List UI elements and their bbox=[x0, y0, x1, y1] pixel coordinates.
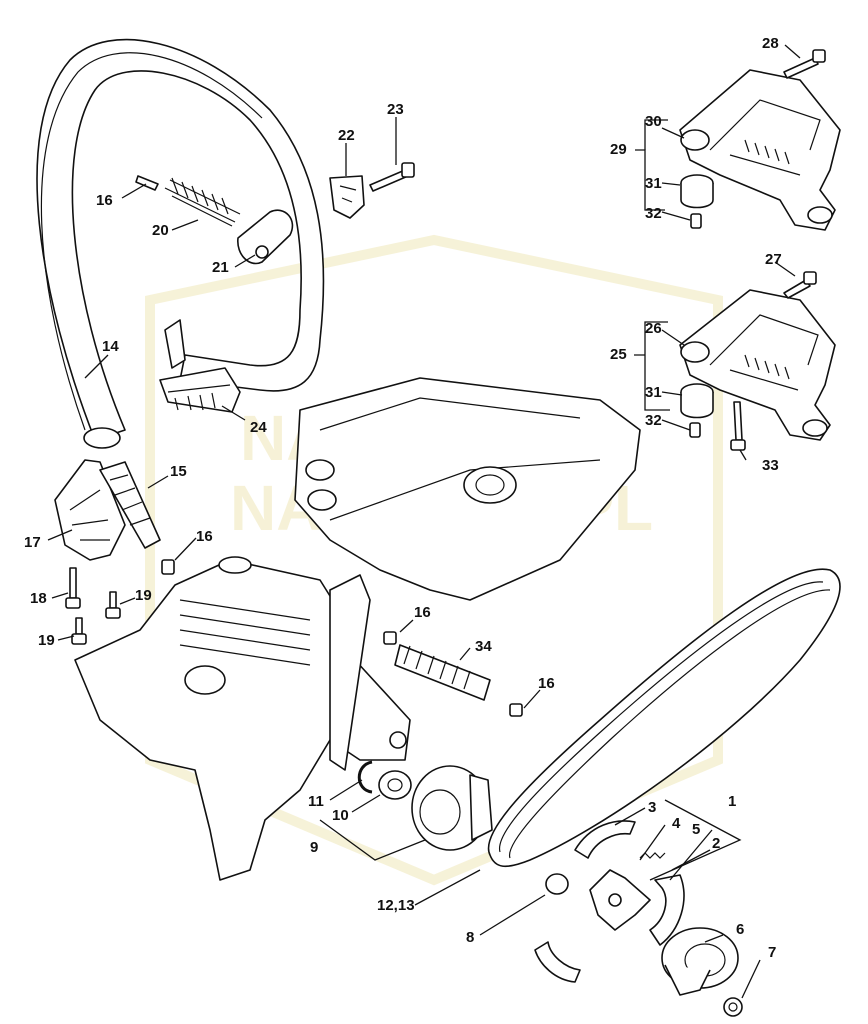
screw-32-lower bbox=[689, 422, 701, 438]
buffer-spring bbox=[135, 175, 241, 227]
screw-33 bbox=[730, 401, 746, 451]
label-30: 30 bbox=[645, 113, 662, 130]
annular-buffer-15 bbox=[99, 461, 161, 549]
label-34: 34 bbox=[475, 638, 492, 655]
label-18: 18 bbox=[30, 590, 47, 607]
clutch-drum bbox=[661, 927, 739, 996]
label-2: 2 bbox=[712, 835, 720, 852]
label-22: 22 bbox=[338, 127, 355, 144]
clutch-carrier bbox=[589, 869, 651, 931]
screw-23 bbox=[369, 162, 415, 192]
av-mount-lower bbox=[679, 289, 836, 441]
label-4: 4 bbox=[672, 815, 681, 832]
annular-buffer-34 bbox=[394, 644, 491, 701]
label-32-upper: 32 bbox=[645, 205, 662, 222]
av-mount-upper bbox=[679, 69, 841, 231]
label-29: 29 bbox=[610, 141, 627, 158]
label-27: 27 bbox=[765, 251, 782, 268]
nut bbox=[723, 997, 743, 1017]
engine-cylinder bbox=[74, 556, 411, 881]
handle-bar bbox=[36, 38, 325, 449]
label-23: 23 bbox=[387, 101, 404, 118]
label-11: 11 bbox=[308, 793, 324, 810]
label-16-top: 16 bbox=[96, 192, 113, 209]
leader-lines bbox=[47, 44, 801, 999]
label-6: 6 bbox=[736, 921, 744, 938]
label-32-lower: 32 bbox=[645, 412, 662, 429]
label-17: 17 bbox=[24, 534, 41, 551]
label-10: 10 bbox=[332, 807, 349, 824]
v-belt-pulley bbox=[411, 765, 493, 851]
label-12-13: 12,13 bbox=[377, 897, 415, 914]
label-19-a: 19 bbox=[135, 587, 152, 604]
label-24: 24 bbox=[250, 419, 267, 436]
label-15: 15 bbox=[170, 463, 187, 480]
handle-bracket bbox=[159, 367, 241, 413]
crankcase-housing bbox=[294, 377, 641, 601]
needle-cage bbox=[545, 873, 569, 895]
clutch-shoe-right bbox=[649, 874, 685, 946]
screw-16-left bbox=[161, 559, 175, 575]
label-9: 9 bbox=[310, 839, 318, 856]
label-16-right: 16 bbox=[538, 675, 555, 692]
screw-16-right bbox=[509, 703, 523, 717]
label-20: 20 bbox=[152, 222, 169, 239]
handle-mount bbox=[54, 459, 126, 561]
rubber-buffer-lower bbox=[680, 383, 714, 419]
screw-19-a bbox=[105, 591, 121, 619]
screw-19-b bbox=[71, 617, 87, 645]
label-14: 14 bbox=[102, 338, 119, 355]
part-labels: 1 2 3 4 5 6 7 8 9 10 11 12,13 14 15 16 1… bbox=[24, 35, 782, 961]
label-7: 7 bbox=[768, 944, 776, 961]
circlip bbox=[357, 760, 373, 794]
ball-bearing bbox=[378, 770, 412, 800]
label-28: 28 bbox=[762, 35, 779, 52]
label-8: 8 bbox=[466, 929, 474, 946]
label-31-lower: 31 bbox=[645, 384, 662, 401]
clamp bbox=[329, 175, 365, 219]
screw-32-upper bbox=[690, 213, 702, 229]
label-25: 25 bbox=[610, 346, 627, 363]
label-19-b: 19 bbox=[38, 632, 55, 649]
label-16-left: 16 bbox=[196, 528, 213, 545]
annular-buffer bbox=[237, 209, 294, 265]
rubber-buffer-upper bbox=[680, 174, 714, 209]
v-belt bbox=[487, 568, 841, 868]
screw-28 bbox=[783, 49, 826, 79]
label-31-upper: 31 bbox=[645, 175, 662, 192]
clutch-shoe-upper bbox=[574, 820, 636, 859]
screw-27 bbox=[783, 271, 817, 299]
label-5: 5 bbox=[692, 821, 700, 838]
clutch-shoe-lower bbox=[534, 941, 581, 983]
label-21: 21 bbox=[212, 259, 229, 276]
label-16-mid: 16 bbox=[414, 604, 431, 621]
screw-16-mid bbox=[383, 631, 397, 645]
label-3: 3 bbox=[648, 799, 656, 816]
label-1: 1 bbox=[728, 793, 736, 810]
screw-18 bbox=[65, 567, 81, 609]
label-33: 33 bbox=[762, 457, 779, 474]
label-26: 26 bbox=[645, 320, 662, 337]
